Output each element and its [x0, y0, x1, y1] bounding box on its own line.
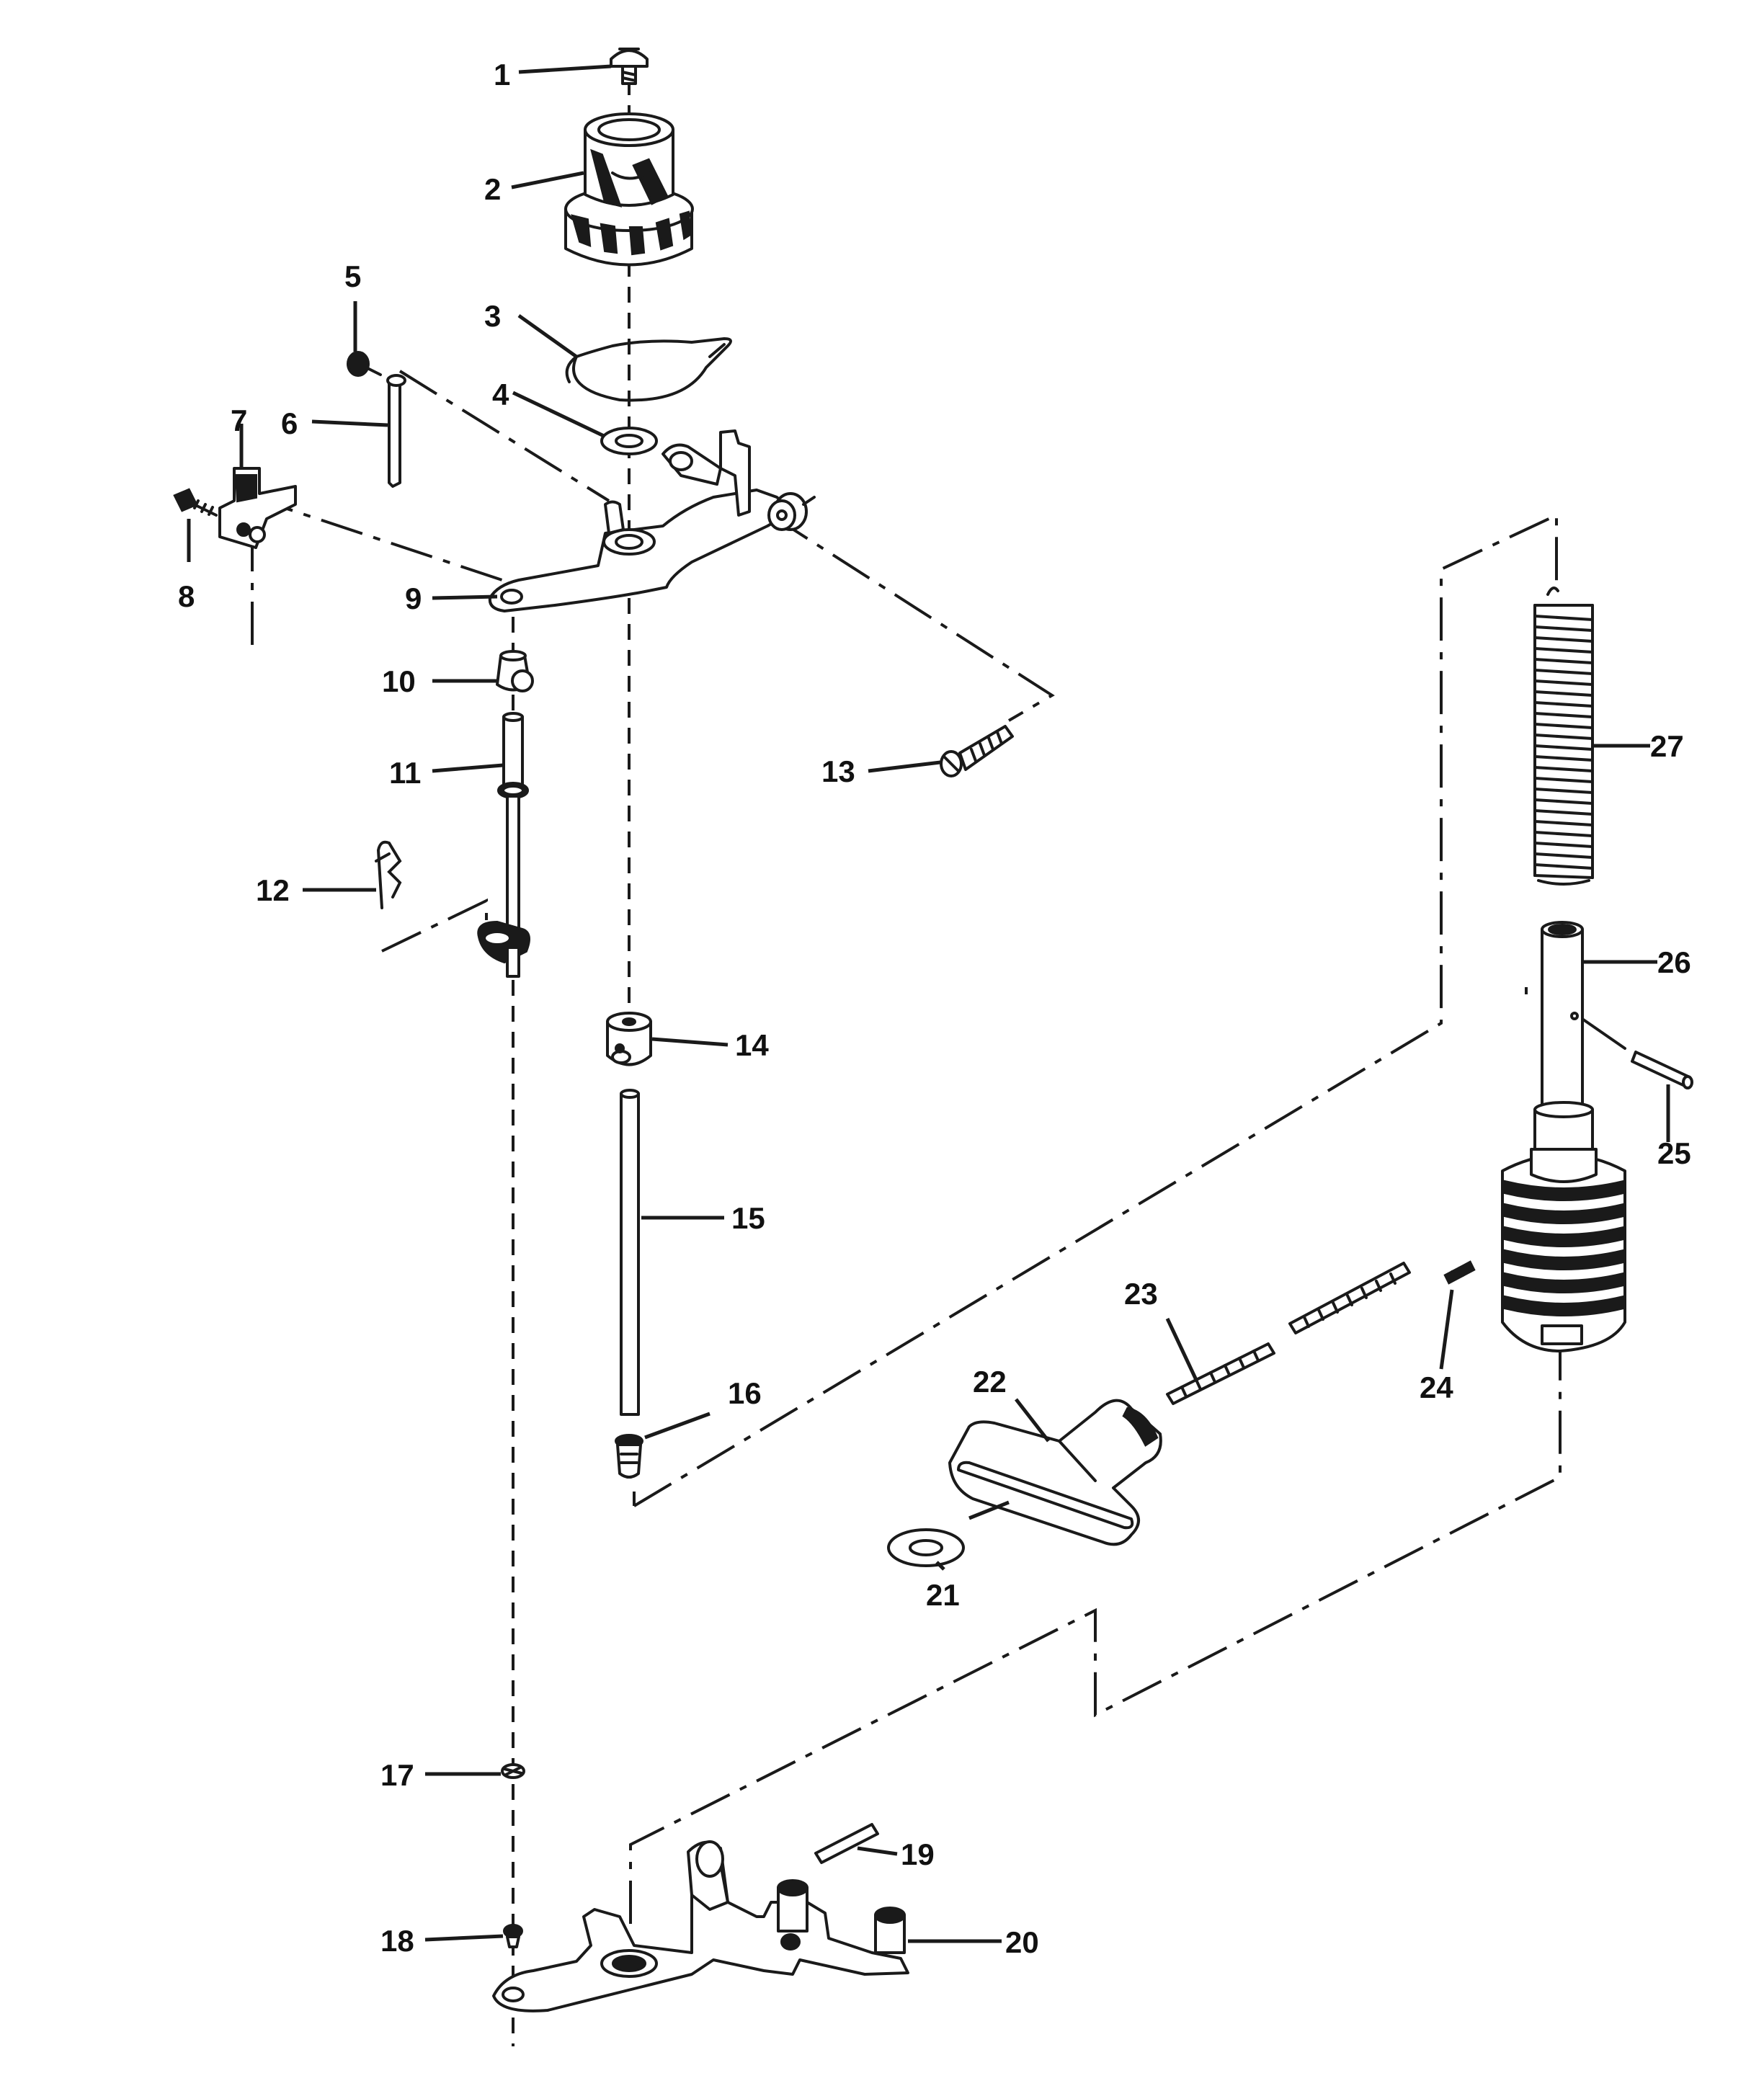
callout-17: 17 [380, 1758, 414, 1792]
callout-9: 9 [405, 581, 422, 615]
callout-22: 22 [973, 1365, 1007, 1399]
callout-15: 15 [731, 1201, 765, 1235]
part-26-worm-shaft [1501, 921, 1626, 1352]
part-12-hairpin-clip [375, 840, 402, 909]
callout-12: 12 [256, 873, 290, 907]
part-7-clamp [218, 467, 297, 549]
callout-25: 25 [1657, 1136, 1691, 1170]
part-22-t-handle [948, 1399, 1162, 1546]
callout-24: 24 [1420, 1370, 1453, 1404]
callout-27: 27 [1650, 729, 1684, 763]
part-23-spring-pins [1166, 1262, 1411, 1405]
callout-5: 5 [344, 259, 361, 293]
part-8-screw [173, 488, 218, 517]
callout-10: 10 [382, 664, 416, 698]
part-27-coil-spring [1533, 587, 1594, 886]
part-6-pin [386, 374, 406, 488]
callout-21: 21 [926, 1578, 960, 1612]
part-11-shaft [477, 712, 530, 978]
callout-18: 18 [380, 1924, 414, 1958]
callout-23: 23 [1124, 1277, 1158, 1311]
assembly-guide-lines [251, 79, 1562, 2046]
part-20-base-lever [492, 1840, 909, 2012]
callout-7: 7 [231, 404, 247, 437]
part-24-small-screw [1443, 1260, 1476, 1285]
part-25-pin [1577, 1015, 1693, 1089]
part-2-gear-cam [564, 112, 694, 267]
callout-8: 8 [178, 579, 195, 613]
part-18-screw [503, 1924, 523, 1948]
part-9-lever [488, 429, 816, 612]
part-5-small-screw [347, 351, 382, 377]
callout-20: 20 [1005, 1925, 1039, 1959]
callout-3: 3 [484, 299, 501, 333]
part-14-collar [606, 1012, 652, 1066]
part-4-washer [600, 427, 658, 455]
part-21-washer [887, 1528, 965, 1567]
part-17-retaining-ring [501, 1763, 525, 1779]
part-15-rod [620, 1089, 640, 1416]
callout-11: 11 [389, 756, 421, 790]
part-1-screw [610, 48, 649, 85]
callout-leaders [187, 64, 1670, 1943]
callout-4: 4 [492, 378, 509, 411]
callout-16: 16 [728, 1376, 762, 1410]
part-10-bushing [496, 650, 534, 692]
callout-14: 14 [735, 1028, 769, 1062]
part-19-pin [814, 1823, 879, 1864]
callout-6: 6 [281, 406, 298, 440]
part-16-end-cap [615, 1434, 643, 1479]
callout-labels: 1 2 3 4 5 6 7 8 9 10 11 12 13 14 15 16 1… [178, 58, 1691, 1959]
part-13-screw [940, 725, 1014, 777]
callout-26: 26 [1657, 945, 1691, 979]
part-3-wire-spring [565, 336, 732, 402]
callout-13: 13 [821, 754, 855, 788]
callout-2: 2 [484, 172, 501, 206]
callout-19: 19 [901, 1837, 935, 1871]
callout-1: 1 [494, 58, 510, 92]
